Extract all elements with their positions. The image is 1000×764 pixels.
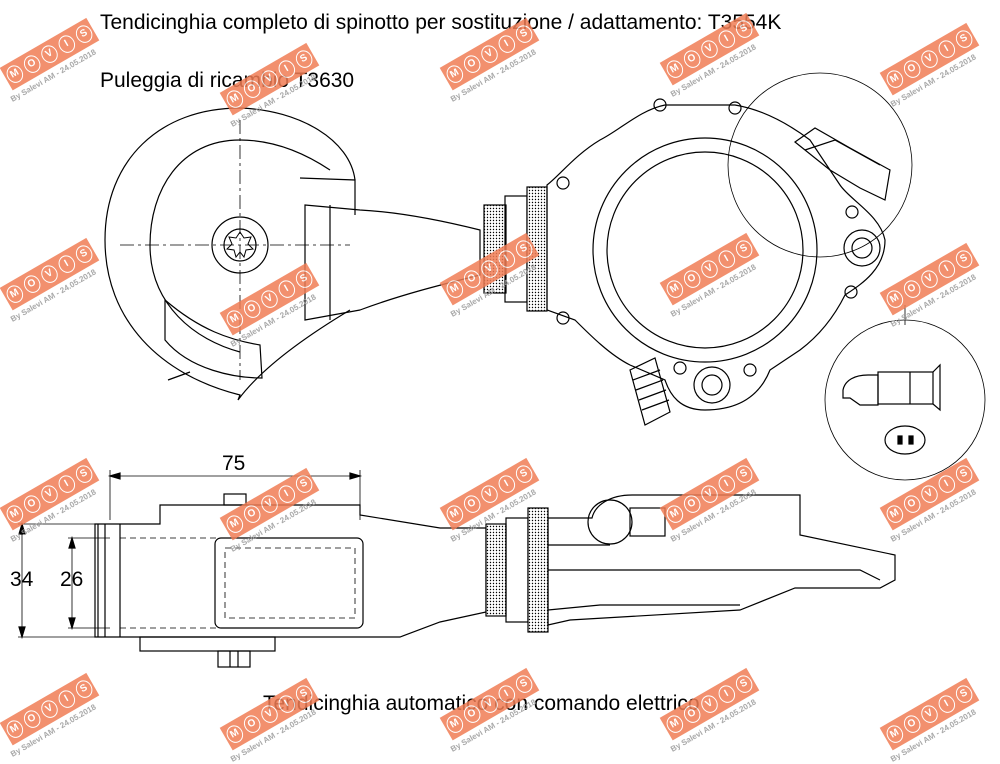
dimension-height-inner-label: 26 [60,568,84,591]
connector-detail [824,319,986,481]
caption: Tendicinghia automatico con comando elet… [263,692,700,715]
detail-circle-top [727,72,913,258]
dimension-width-label: 75 [222,452,246,475]
side-view [18,470,896,668]
technical-drawing [18,72,986,668]
title-pulley: Puleggia di ricambio T3630 [100,69,355,92]
motor-housing-top [546,98,891,426]
title-main: Tendicinghia completo di spinotto per so… [100,11,782,34]
dimension-height-outer-label: 34 [10,568,34,591]
pulley-top-view [104,107,481,401]
threaded-coupling-top [483,186,548,312]
